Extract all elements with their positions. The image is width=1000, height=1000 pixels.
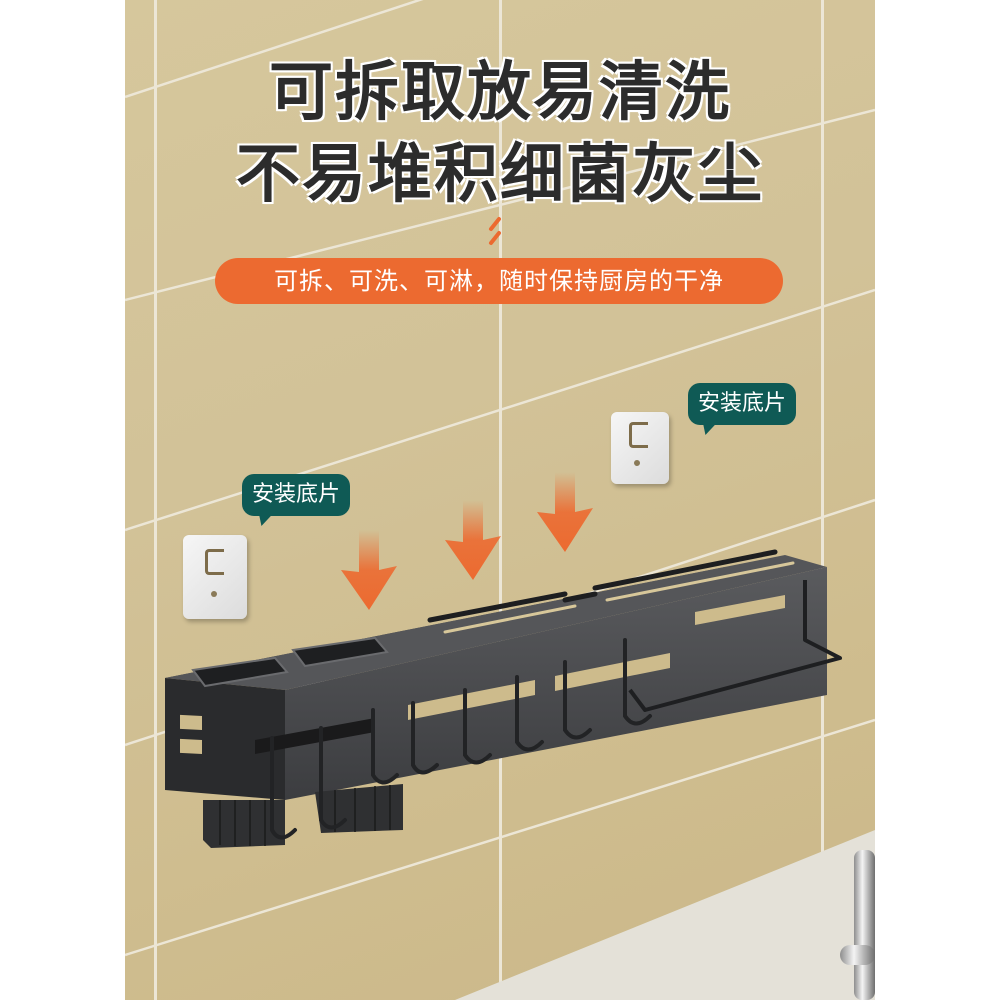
product-photo: 可拆取放易清洗 不易堆积细菌灰尘 可拆、可洗、可淋，随时保持厨房的干净 安装底片… <box>125 0 875 1000</box>
plate-hook-icon <box>205 549 224 575</box>
callout-label: 安装底片 <box>698 391 787 416</box>
callout-mount-plate-left: 安装底片 <box>242 474 351 526</box>
headline-line-2: 不易堆积细菌灰尘 <box>236 138 764 212</box>
feature-pill: 可拆、可洗、可淋，随时保持厨房的干净 <box>215 258 783 304</box>
kitchen-rack <box>165 549 842 848</box>
faucet <box>840 850 875 1000</box>
grout-diagonals <box>125 0 875 1000</box>
callout-mount-plate-right: 安装底片 <box>688 383 797 435</box>
plate-hole <box>634 460 640 466</box>
grout-vertical <box>499 0 502 1000</box>
mount-plate-right <box>611 412 669 484</box>
callout-label: 安装底片 <box>252 482 341 507</box>
grout-vertical <box>821 0 824 1000</box>
plate-hole <box>211 591 217 597</box>
down-arrow-icon <box>445 500 501 580</box>
down-arrow-icon <box>537 472 593 552</box>
decorative-slash-icon <box>489 217 501 245</box>
headline-line-1: 可拆取放易清洗 <box>269 56 731 130</box>
down-arrow-icon <box>341 530 397 610</box>
grout-vertical <box>154 0 157 1000</box>
plate-hook-icon <box>629 422 648 448</box>
mount-plate-left <box>183 535 247 619</box>
